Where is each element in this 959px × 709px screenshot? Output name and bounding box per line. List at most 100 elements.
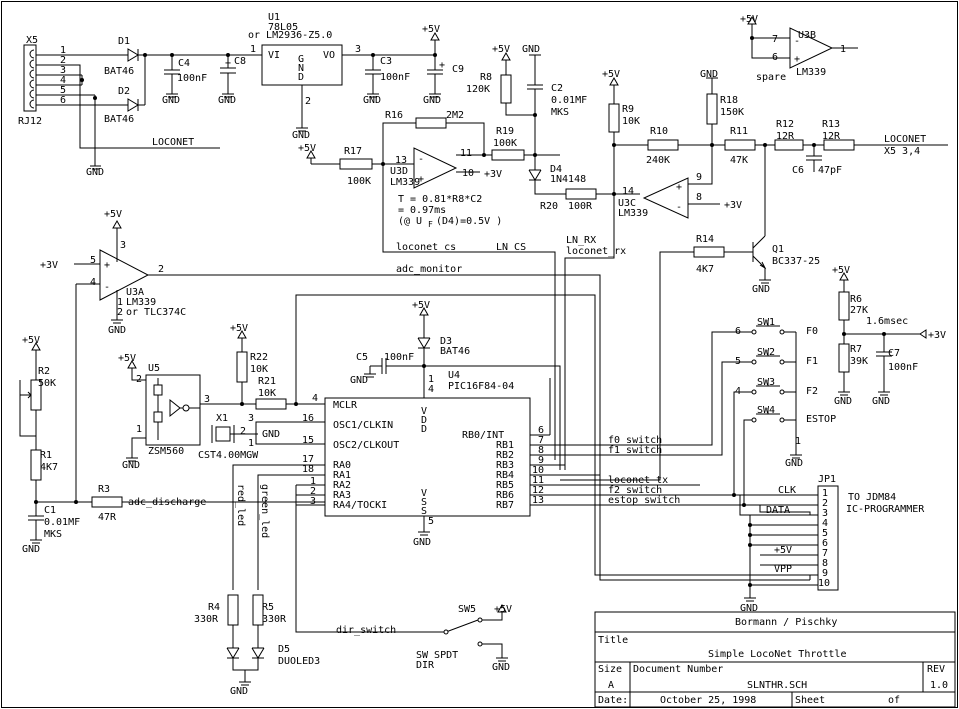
svg-text:RB2: RB2 bbox=[496, 450, 514, 461]
svg-text:D: D bbox=[421, 415, 427, 426]
svg-text:+: + bbox=[104, 260, 110, 271]
svg-text:G: G bbox=[298, 54, 304, 65]
svg-text:SW4: SW4 bbox=[757, 405, 775, 416]
svg-text:4: 4 bbox=[60, 75, 66, 86]
svg-text:U3C: U3C bbox=[618, 198, 636, 209]
microcontroller-u4: U4 PIC16F84-04 14 VDD VSS 5 GND MCLR OSC… bbox=[296, 370, 760, 548]
svg-text:-: - bbox=[794, 36, 800, 47]
svg-text:SW2: SW2 bbox=[757, 347, 775, 358]
svg-text:0.01MF: 0.01MF bbox=[44, 517, 80, 528]
svg-text:100K: 100K bbox=[347, 176, 371, 187]
svg-text:7: 7 bbox=[772, 34, 778, 45]
svg-text:4K7: 4K7 bbox=[696, 264, 714, 275]
svg-text:RA0: RA0 bbox=[333, 460, 351, 471]
svg-text:f0_switch: f0_switch bbox=[608, 435, 662, 446]
svg-text:13: 13 bbox=[395, 155, 407, 166]
svg-text:VPP: VPP bbox=[774, 564, 792, 575]
svg-text:2: 2 bbox=[240, 426, 246, 437]
svg-text:(@ U: (@ U bbox=[398, 216, 422, 227]
svg-text:10K: 10K bbox=[250, 364, 268, 375]
svg-text:R14: R14 bbox=[696, 234, 714, 245]
svg-text:U5: U5 bbox=[148, 363, 160, 374]
svg-text:3: 3 bbox=[60, 65, 66, 76]
svg-text:GND: GND bbox=[785, 458, 803, 469]
svg-text:5: 5 bbox=[428, 516, 434, 527]
svg-text:BAT46: BAT46 bbox=[104, 114, 134, 125]
svg-text:GND: GND bbox=[108, 325, 126, 336]
svg-text:of: of bbox=[888, 695, 900, 706]
svg-text:1: 1 bbox=[117, 297, 123, 308]
svg-text:estop_switch: estop_switch bbox=[608, 495, 680, 506]
svg-text:October 25, 1998: October 25, 1998 bbox=[660, 695, 756, 706]
svg-text:R10: R10 bbox=[650, 126, 668, 137]
svg-text:Q1: Q1 bbox=[772, 244, 784, 255]
svg-text:+5V: +5V bbox=[494, 604, 512, 615]
svg-text:loconet_cs: loconet_cs bbox=[396, 242, 456, 253]
svg-text:BC337-25: BC337-25 bbox=[772, 256, 820, 267]
svg-text:X5 3,4: X5 3,4 bbox=[884, 146, 920, 157]
svg-text:C3: C3 bbox=[380, 56, 392, 67]
svg-text:+5V: +5V bbox=[118, 353, 136, 364]
svg-text:5: 5 bbox=[822, 528, 828, 539]
svg-text:= 0.97ms: = 0.97ms bbox=[398, 205, 446, 216]
svg-text:RA4/TOCKI: RA4/TOCKI bbox=[333, 500, 387, 511]
svg-text:6: 6 bbox=[60, 95, 66, 106]
svg-text:7: 7 bbox=[538, 435, 544, 446]
svg-text:RB4: RB4 bbox=[496, 470, 514, 481]
svg-text:GND: GND bbox=[363, 95, 381, 106]
svg-text:10: 10 bbox=[532, 465, 544, 476]
svg-text:+: + bbox=[439, 60, 445, 71]
svg-text:78L05: 78L05 bbox=[268, 22, 298, 33]
svg-text:MKS: MKS bbox=[44, 529, 62, 540]
svg-text:50K: 50K bbox=[38, 378, 56, 389]
svg-text:Document Number: Document Number bbox=[633, 664, 723, 675]
dir-switch-sw5: dir_switch SW5 +5V GND SW SPDT DIR bbox=[295, 485, 512, 673]
svg-text:ESTOP: ESTOP bbox=[806, 414, 836, 425]
svg-text:8: 8 bbox=[538, 445, 544, 456]
svg-text:2: 2 bbox=[158, 264, 164, 275]
diode-d1-d2: D1 BAT46 D2 BAT46 bbox=[104, 36, 147, 125]
svg-text:C5: C5 bbox=[356, 352, 368, 363]
svg-text:SW5: SW5 bbox=[458, 604, 476, 615]
svg-text:VO: VO bbox=[323, 50, 335, 61]
svg-text:SLNTHR.SCH: SLNTHR.SCH bbox=[747, 680, 807, 691]
svg-text:11: 11 bbox=[460, 148, 472, 159]
svg-text:1: 1 bbox=[795, 436, 801, 447]
svg-text:+3V: +3V bbox=[484, 169, 502, 180]
svg-text:JP1: JP1 bbox=[818, 474, 836, 485]
svg-text:1: 1 bbox=[310, 476, 316, 487]
svg-text:+: + bbox=[676, 182, 682, 193]
svg-text:GND: GND bbox=[492, 662, 510, 673]
svg-text:X5: X5 bbox=[26, 35, 38, 46]
svg-text:+3V: +3V bbox=[724, 200, 742, 211]
svg-text:Sheet: Sheet bbox=[795, 695, 825, 706]
svg-text:120K: 120K bbox=[466, 84, 490, 95]
svg-text:4: 4 bbox=[90, 277, 96, 288]
svg-text:100nF: 100nF bbox=[384, 352, 414, 363]
svg-text:+: + bbox=[225, 58, 231, 69]
svg-text:CST4.00MGW: CST4.00MGW bbox=[198, 450, 259, 461]
svg-text:100nF: 100nF bbox=[888, 362, 918, 373]
svg-text:D: D bbox=[298, 72, 304, 83]
title-block: Bormann / Pischky Title Simple LocoNet T… bbox=[594, 611, 956, 708]
svg-text:RJ12: RJ12 bbox=[18, 116, 42, 127]
svg-text:10K: 10K bbox=[622, 116, 640, 127]
svg-text:C1: C1 bbox=[44, 505, 56, 516]
svg-text:C9: C9 bbox=[452, 64, 464, 75]
svg-text:GND: GND bbox=[423, 95, 441, 106]
svg-text:TO JDM84: TO JDM84 bbox=[848, 492, 896, 503]
svg-text:-: - bbox=[676, 202, 682, 213]
svg-text:RB3: RB3 bbox=[496, 460, 514, 471]
comparator-u3a: +- +5V 3 54 +3V U3A LM339 or TLC374C 12 … bbox=[40, 209, 810, 581]
svg-text:8: 8 bbox=[696, 192, 702, 203]
svg-text:SW3: SW3 bbox=[757, 377, 775, 388]
comparator-u3b-spare: -+ U3B LM339 spare 1 76 +5V bbox=[740, 14, 858, 83]
svg-text:R5: R5 bbox=[262, 602, 274, 613]
svg-text:LN_RX: LN_RX bbox=[566, 235, 596, 246]
svg-text:Title: Title bbox=[598, 635, 628, 646]
svg-text:LN_CS: LN_CS bbox=[496, 242, 526, 253]
transistor-q1: Q1 BC337-25 GND R14 4K7 bbox=[560, 145, 820, 481]
svg-text:BAT46: BAT46 bbox=[104, 66, 134, 77]
